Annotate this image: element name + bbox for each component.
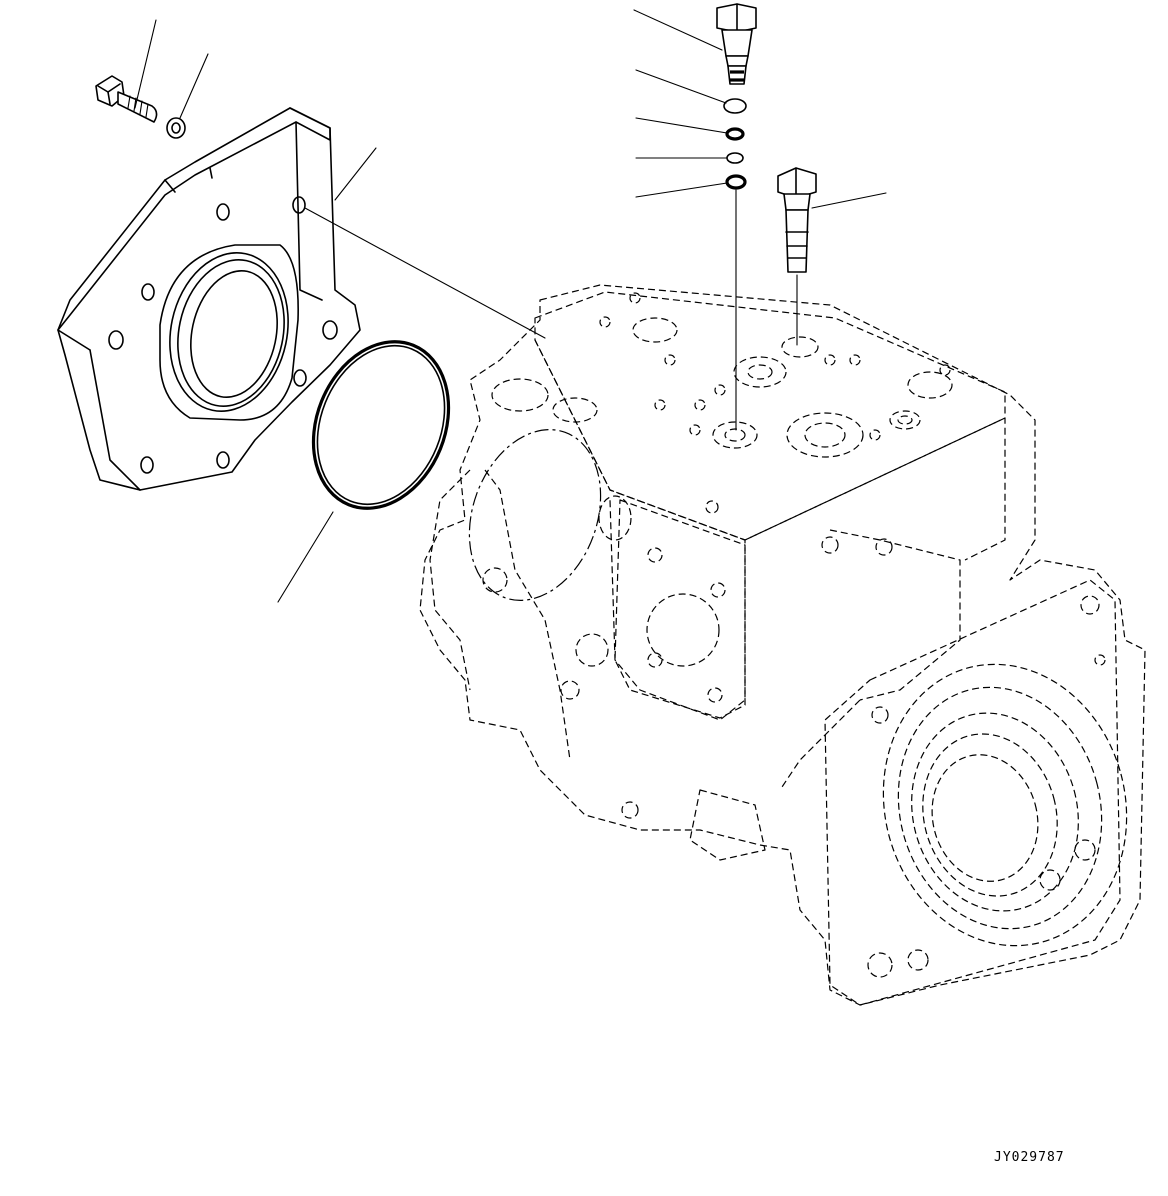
washer bbox=[166, 117, 186, 139]
o-ring-small-2 bbox=[726, 152, 744, 164]
o-ring-large bbox=[311, 340, 451, 510]
leader-lines bbox=[134, 9, 887, 603]
o-ring-small-1 bbox=[723, 98, 747, 114]
check-valve bbox=[777, 167, 817, 273]
relief-valve bbox=[716, 3, 757, 85]
pump-housing bbox=[419, 284, 1146, 1006]
mounting-bolt bbox=[95, 75, 158, 123]
backup-ring-1 bbox=[725, 127, 745, 141]
drawing-id-label: JY029787 bbox=[994, 1150, 1065, 1165]
backup-ring-2 bbox=[725, 174, 747, 190]
cover-plate bbox=[57, 107, 361, 491]
